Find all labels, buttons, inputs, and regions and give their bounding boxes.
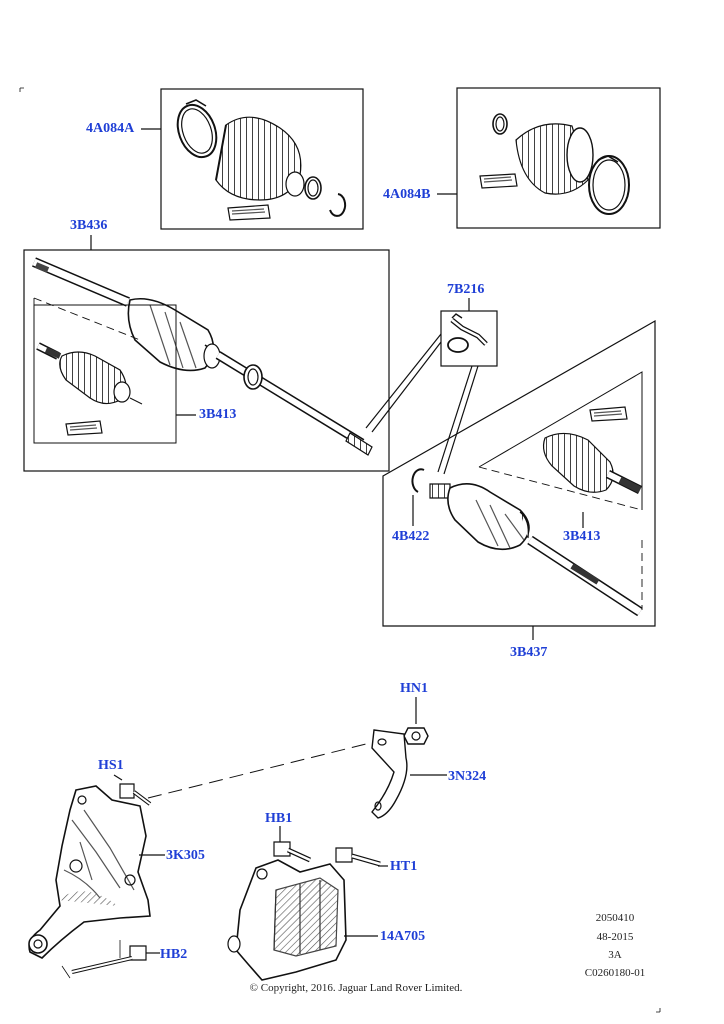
callout-hb1[interactable]: HB1 xyxy=(265,811,293,826)
bolt-hb2-group xyxy=(61,945,160,979)
callout-7b216[interactable]: 7B216 xyxy=(447,282,485,297)
copyright-notice: © Copyright, 2016. Jaguar Land Rover Lim… xyxy=(249,982,463,994)
callout-ht1[interactable]: HT1 xyxy=(390,859,418,874)
callout-hs1[interactable]: HS1 xyxy=(98,758,124,773)
callout-4a084b[interactable]: 4A084B xyxy=(383,187,431,202)
boot-kit-4a084a-group xyxy=(141,88,364,230)
callout-3k305[interactable]: 3K305 xyxy=(166,848,205,863)
cv-joint-3b413-right-group xyxy=(542,406,643,495)
revision-date: 48-2015 xyxy=(596,931,634,943)
bolt-hb1-group xyxy=(273,826,312,863)
driveshaft-3b437-group xyxy=(382,319,656,640)
callout-3b413-left[interactable]: 3B413 xyxy=(199,407,237,422)
callout-14a705[interactable]: 14A705 xyxy=(380,929,426,944)
callout-4a084a[interactable]: 4A084A xyxy=(86,121,135,136)
callout-3b436[interactable]: 3B436 xyxy=(70,218,108,233)
driveshaft-3b436-group xyxy=(23,235,390,472)
bracket-3n324-group xyxy=(371,729,447,819)
callout-4b422[interactable]: 4B422 xyxy=(392,529,430,544)
bracket-14a705-group xyxy=(227,859,378,981)
illustration-id: C0260180-01 xyxy=(584,967,646,979)
callout-3b437[interactable]: 3B437 xyxy=(510,645,548,660)
callout-3b413-right[interactable]: 3B413 xyxy=(563,529,601,544)
callout-3n324[interactable]: 3N324 xyxy=(448,769,487,784)
callout-hb2[interactable]: HB2 xyxy=(160,947,188,962)
boot-kit-4a084b-group xyxy=(437,87,661,229)
callout-hn1[interactable]: HN1 xyxy=(400,681,428,696)
stud-ht1-group xyxy=(335,847,388,867)
bracket-3k305-group xyxy=(28,785,165,959)
clip-7b216-group xyxy=(365,298,498,475)
section-code: 3A xyxy=(608,949,622,961)
screw-hs1-group xyxy=(113,774,152,806)
cv-joint-3b413-left-group xyxy=(36,342,196,436)
drawing-number: 2050410 xyxy=(595,912,635,924)
nut-hn1-group xyxy=(403,697,429,745)
